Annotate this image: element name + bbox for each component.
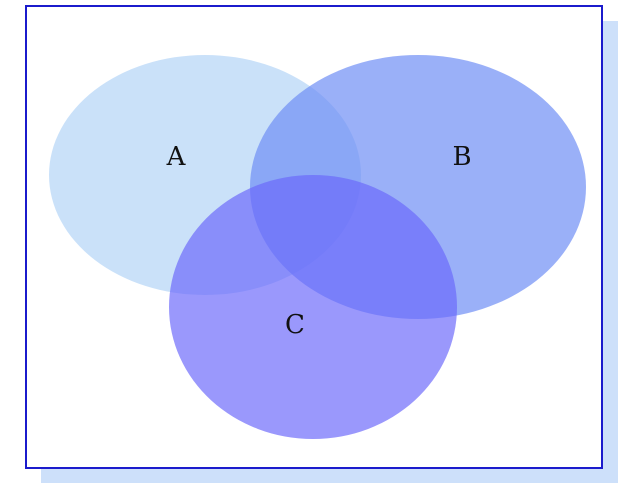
set-c-label: C [285,310,305,340]
set-b-label: B [452,142,471,172]
set-a-label: A [166,142,187,172]
set-c-ellipse [169,175,457,439]
